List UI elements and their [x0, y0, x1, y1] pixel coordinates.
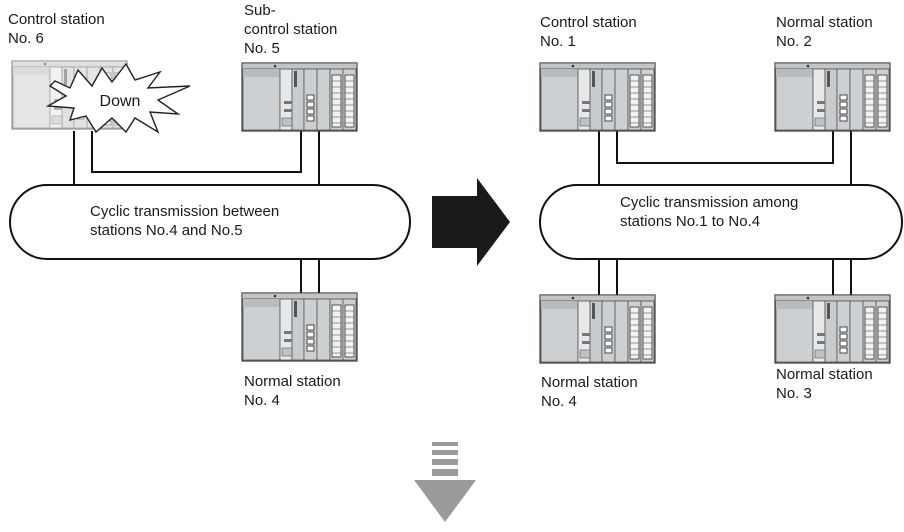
label-line: No. 2	[776, 33, 812, 50]
normal-station-4-label-right: Normal station No. 4	[541, 373, 638, 411]
left-cables	[73, 131, 320, 295]
station-2-plc	[774, 62, 891, 132]
label-line: No. 6	[8, 30, 44, 47]
label-line: stations No.4 and No.5	[90, 222, 243, 239]
left-loop	[9, 184, 411, 260]
label-line: No. 4	[541, 393, 577, 410]
down-label: Down	[100, 93, 141, 110]
normal-station-2-label: Normal station No. 2	[776, 13, 873, 51]
right-loop-text: Cyclic transmission among stations No.1 …	[620, 193, 798, 231]
right-network	[539, 62, 903, 364]
right-cables	[598, 131, 852, 296]
label-line: Control station	[8, 11, 105, 28]
label-line: No. 3	[776, 385, 812, 402]
label-line: No. 1	[540, 33, 576, 50]
label-line: No. 5	[244, 40, 280, 57]
left-loop-text: Cyclic transmission between stations No.…	[90, 202, 279, 240]
label-line: Normal station	[244, 373, 341, 390]
label-line: Cyclic transmission among	[620, 194, 799, 211]
label-line: Normal station	[776, 366, 873, 383]
next-step-arrow	[414, 442, 476, 522]
down-burst: Down	[45, 62, 191, 134]
label-line: Control station	[540, 14, 637, 31]
label-line: Cyclic transmission between	[90, 203, 280, 220]
label-line: control station	[244, 21, 338, 38]
station-1-plc	[539, 62, 656, 132]
label-line: No. 4	[244, 392, 280, 409]
station-4-plc-right	[539, 294, 656, 364]
left-network: Down	[9, 60, 411, 362]
control-station-6-label: Control station No. 6	[8, 10, 105, 48]
label-line: Normal station	[776, 14, 873, 31]
label-line: stations No.1 to No.4	[620, 213, 761, 230]
station-4-plc-left	[241, 292, 358, 362]
normal-station-4-label-left: Normal station No. 4	[244, 372, 341, 410]
label-line: Normal station	[541, 374, 638, 391]
right-loop	[539, 184, 903, 260]
station-5-plc	[241, 62, 358, 132]
station-3-plc	[774, 294, 891, 364]
normal-station-3-label: Normal station No. 3	[776, 365, 873, 403]
sub-control-station-5-label: Sub- control station No. 5	[244, 1, 337, 58]
control-station-1-label: Control station No. 1	[540, 13, 637, 51]
transition-arrow	[432, 178, 510, 266]
label-line: Sub-	[244, 2, 276, 19]
